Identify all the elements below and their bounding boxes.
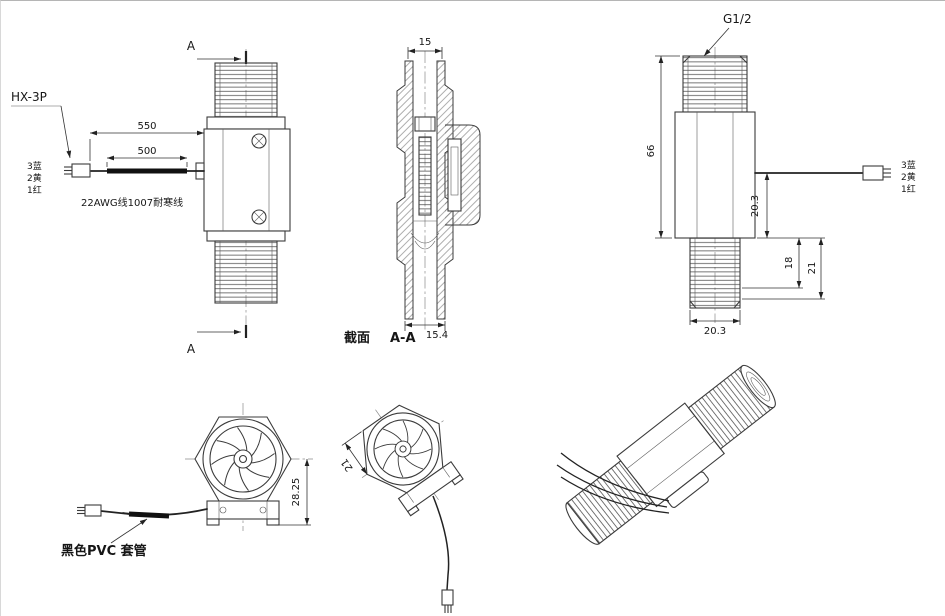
- dim-28-25-text: 28.25: [291, 478, 302, 507]
- left-wall-section: [396, 60, 414, 320]
- wire-connector: [84, 504, 102, 517]
- section-marker-bottom: A: [187, 342, 196, 356]
- wire-color-legend-left: 3蓝 2黄 1红: [27, 160, 42, 196]
- thread-spec-label: G1/2: [723, 12, 752, 26]
- wire-color-1: 1红: [27, 184, 42, 196]
- wire-color-legend-right: 3蓝 2黄 1红: [901, 159, 916, 195]
- top-thread: [682, 55, 748, 113]
- section-caption-prefix: 截面: [344, 330, 370, 346]
- hex-body: [674, 111, 756, 239]
- bottom-thread: [214, 240, 278, 304]
- dim-550-text: 550: [137, 121, 156, 132]
- dim-20-3-bottom-text: 20.3: [704, 326, 726, 337]
- sensor-wire: [64, 163, 205, 178]
- iso-view: [556, 364, 776, 545]
- turbine-housing: [202, 418, 284, 500]
- dim-thread-od: 20.3: [689, 310, 741, 337]
- wire-color-2: 2黄: [901, 171, 916, 183]
- pcb-slot: [447, 138, 462, 212]
- section-cut-marker-top: A: [187, 39, 248, 64]
- sensor-wire-front: [77, 504, 208, 519]
- far-end-arc: [565, 502, 600, 545]
- wire-connector: [441, 589, 454, 606]
- sensor-wire-right: [754, 165, 891, 181]
- bottom-thread: [689, 237, 741, 309]
- section-marker-top: A: [187, 39, 196, 53]
- connector-callout: HX-3P: [11, 90, 72, 159]
- dim-sleeve-length: 500: [106, 146, 188, 167]
- pvc-sleeve-callout: 黑色PVC 套管: [61, 518, 148, 559]
- wire-connector: [71, 163, 91, 178]
- screw-bottom: [251, 209, 267, 225]
- turbine-bore: [209, 425, 277, 493]
- body-plate: [206, 500, 280, 526]
- sensor-cap: [666, 471, 709, 508]
- section-caption-ref: A-A: [390, 331, 416, 346]
- wire-color-1: 1红: [901, 183, 916, 195]
- body-plate: [397, 461, 464, 517]
- side-view: A A: [11, 39, 291, 356]
- pcb: [450, 146, 459, 196]
- connector-type-label: HX-3P: [11, 90, 47, 104]
- section-caption: 截面 A-A: [344, 330, 416, 346]
- dim-500-text: 500: [137, 146, 156, 157]
- dim-21-text: 21: [807, 262, 818, 275]
- wire-connector: [862, 165, 884, 181]
- turbine-rotor: [418, 136, 432, 216]
- screw-top: [251, 133, 267, 149]
- thread-callout: G1/2: [703, 12, 752, 57]
- dim-top-width: 15: [407, 37, 443, 59]
- hanging-wire: [432, 495, 454, 613]
- dim-total-length: 66: [646, 55, 680, 239]
- pvc-sleeve: [128, 511, 170, 519]
- wire-spec-label: 22AWG线1007耐寒线: [81, 196, 183, 209]
- dim-thread-len-b: 21: [742, 238, 825, 300]
- dim-18-text: 18: [784, 257, 795, 270]
- rotor-assembly: [410, 116, 440, 250]
- wire-color-3: 3蓝: [27, 160, 42, 172]
- dim-20-3-side-text: 20.3: [750, 195, 761, 217]
- dim-center-to-base: 28.25: [275, 459, 311, 526]
- top-thread: [214, 62, 278, 118]
- section-view: 15 15.4 截面 A-A: [344, 37, 481, 346]
- dim-21-tilted-text: 21: [339, 456, 355, 473]
- wire-color-3: 3蓝: [901, 159, 916, 171]
- dim-15-4-text: 15.4: [426, 330, 448, 341]
- dim-thread-len-a: 18: [742, 238, 803, 289]
- dim-hex-to-base: 20.3: [750, 173, 825, 239]
- near-end-face: [740, 364, 776, 409]
- front-view: 28.25 黑色PVC 套管: [61, 403, 313, 559]
- dim-66-text: 66: [646, 145, 657, 158]
- pvc-sleeve-label: 黑色PVC 套管: [61, 543, 147, 559]
- dim-15-text: 15: [419, 37, 432, 48]
- loose-wires: [556, 452, 670, 514]
- dim-bottom-width: 15.4: [404, 321, 448, 341]
- sensor-body: [195, 116, 291, 242]
- dim-wire-total: 550: [89, 121, 204, 161]
- end-view: G1/2 3: [646, 12, 916, 337]
- section-cut-marker-bottom: A: [187, 325, 248, 356]
- wire-color-2: 2黄: [27, 172, 42, 184]
- tilted-view: 21: [339, 404, 464, 613]
